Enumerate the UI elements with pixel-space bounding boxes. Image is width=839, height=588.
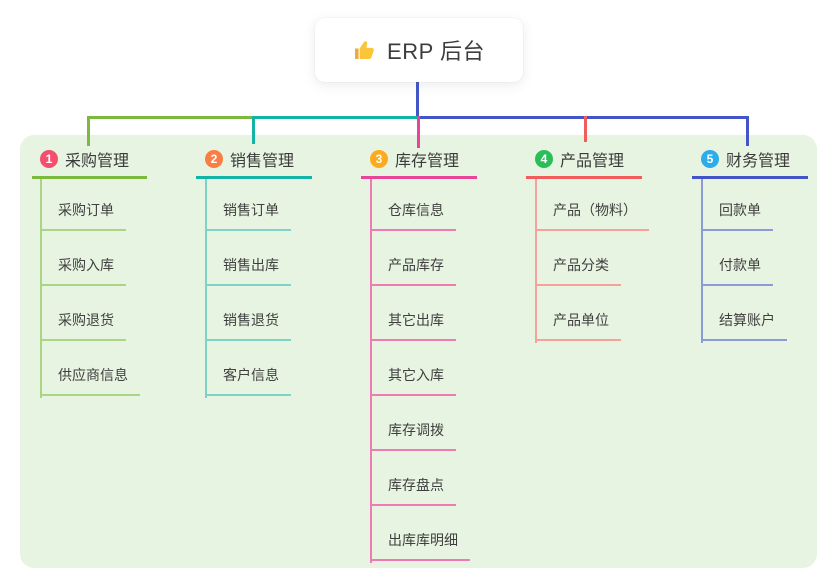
- branch-purchase-management[interactable]: 1 采购管理: [32, 146, 148, 179]
- badge-5: 5: [701, 150, 719, 168]
- trunk-inventory: [370, 179, 372, 563]
- badge-4: 4: [535, 150, 553, 168]
- connector-bus-sales: [252, 116, 419, 119]
- thumbs-up-icon: [353, 38, 377, 62]
- child-node-sales-order[interactable]: 销售订单: [205, 201, 291, 231]
- child-node-settlement-account[interactable]: 结算账户: [701, 311, 787, 341]
- connector-drop-finance: [746, 116, 749, 146]
- badge-3: 3: [370, 150, 388, 168]
- child-node-sales-outbound[interactable]: 销售出库: [205, 256, 291, 286]
- root-label: ERP 后台: [387, 39, 485, 64]
- root-node[interactable]: ERP 后台: [315, 18, 523, 82]
- badge-1: 1: [40, 150, 58, 168]
- connector-drop-inventory: [417, 116, 420, 148]
- branch-label: 销售管理: [230, 153, 295, 170]
- trunk-sales: [205, 179, 207, 398]
- trunk-purchase: [40, 179, 42, 398]
- child-node-product-material[interactable]: 产品（物料）: [535, 201, 649, 231]
- connector-drop-product: [584, 116, 587, 142]
- branches-panel: [20, 135, 817, 568]
- branch-label: 库存管理: [395, 153, 460, 170]
- child-node-product-stock[interactable]: 产品库存: [370, 256, 456, 286]
- connector-drop-purchase: [87, 116, 90, 146]
- child-node-product-category[interactable]: 产品分类: [535, 256, 621, 286]
- badge-2: 2: [205, 150, 223, 168]
- child-node-sales-return[interactable]: 销售退货: [205, 311, 291, 341]
- connector-drop-sales: [252, 116, 255, 144]
- branch-inventory-management[interactable]: 3 库存管理: [361, 146, 478, 179]
- connector-bus-purchase: [87, 116, 254, 119]
- child-node-purchase-return[interactable]: 采购退货: [40, 311, 126, 341]
- child-node-outbound-detail[interactable]: 出库库明细: [370, 531, 470, 561]
- child-node-customer-info[interactable]: 客户信息: [205, 366, 291, 396]
- child-node-purchase-order[interactable]: 采购订单: [40, 201, 126, 231]
- branch-product-management[interactable]: 4 产品管理: [526, 146, 643, 179]
- child-node-warehouse-info[interactable]: 仓库信息: [370, 201, 456, 231]
- child-node-supplier-info[interactable]: 供应商信息: [40, 366, 140, 396]
- trunk-product: [535, 179, 537, 343]
- branch-label: 采购管理: [65, 153, 130, 170]
- branch-label: 财务管理: [726, 153, 791, 170]
- branch-finance-management[interactable]: 5 财务管理: [692, 146, 809, 179]
- child-node-receipt-order[interactable]: 回款单: [701, 201, 773, 231]
- child-node-purchase-inbound[interactable]: 采购入库: [40, 256, 126, 286]
- connector-bus-right: [417, 116, 749, 119]
- child-node-stock-taking[interactable]: 库存盘点: [370, 476, 456, 506]
- child-node-payment-order[interactable]: 付款单: [701, 256, 773, 286]
- child-node-other-outbound[interactable]: 其它出库: [370, 311, 456, 341]
- branch-sales-management[interactable]: 2 销售管理: [196, 146, 313, 179]
- branch-label: 产品管理: [560, 153, 625, 170]
- child-node-product-unit[interactable]: 产品单位: [535, 311, 621, 341]
- trunk-finance: [701, 179, 703, 343]
- child-node-other-inbound[interactable]: 其它入库: [370, 366, 456, 396]
- child-node-stock-transfer[interactable]: 库存调拨: [370, 421, 456, 451]
- connector-root: [416, 82, 419, 119]
